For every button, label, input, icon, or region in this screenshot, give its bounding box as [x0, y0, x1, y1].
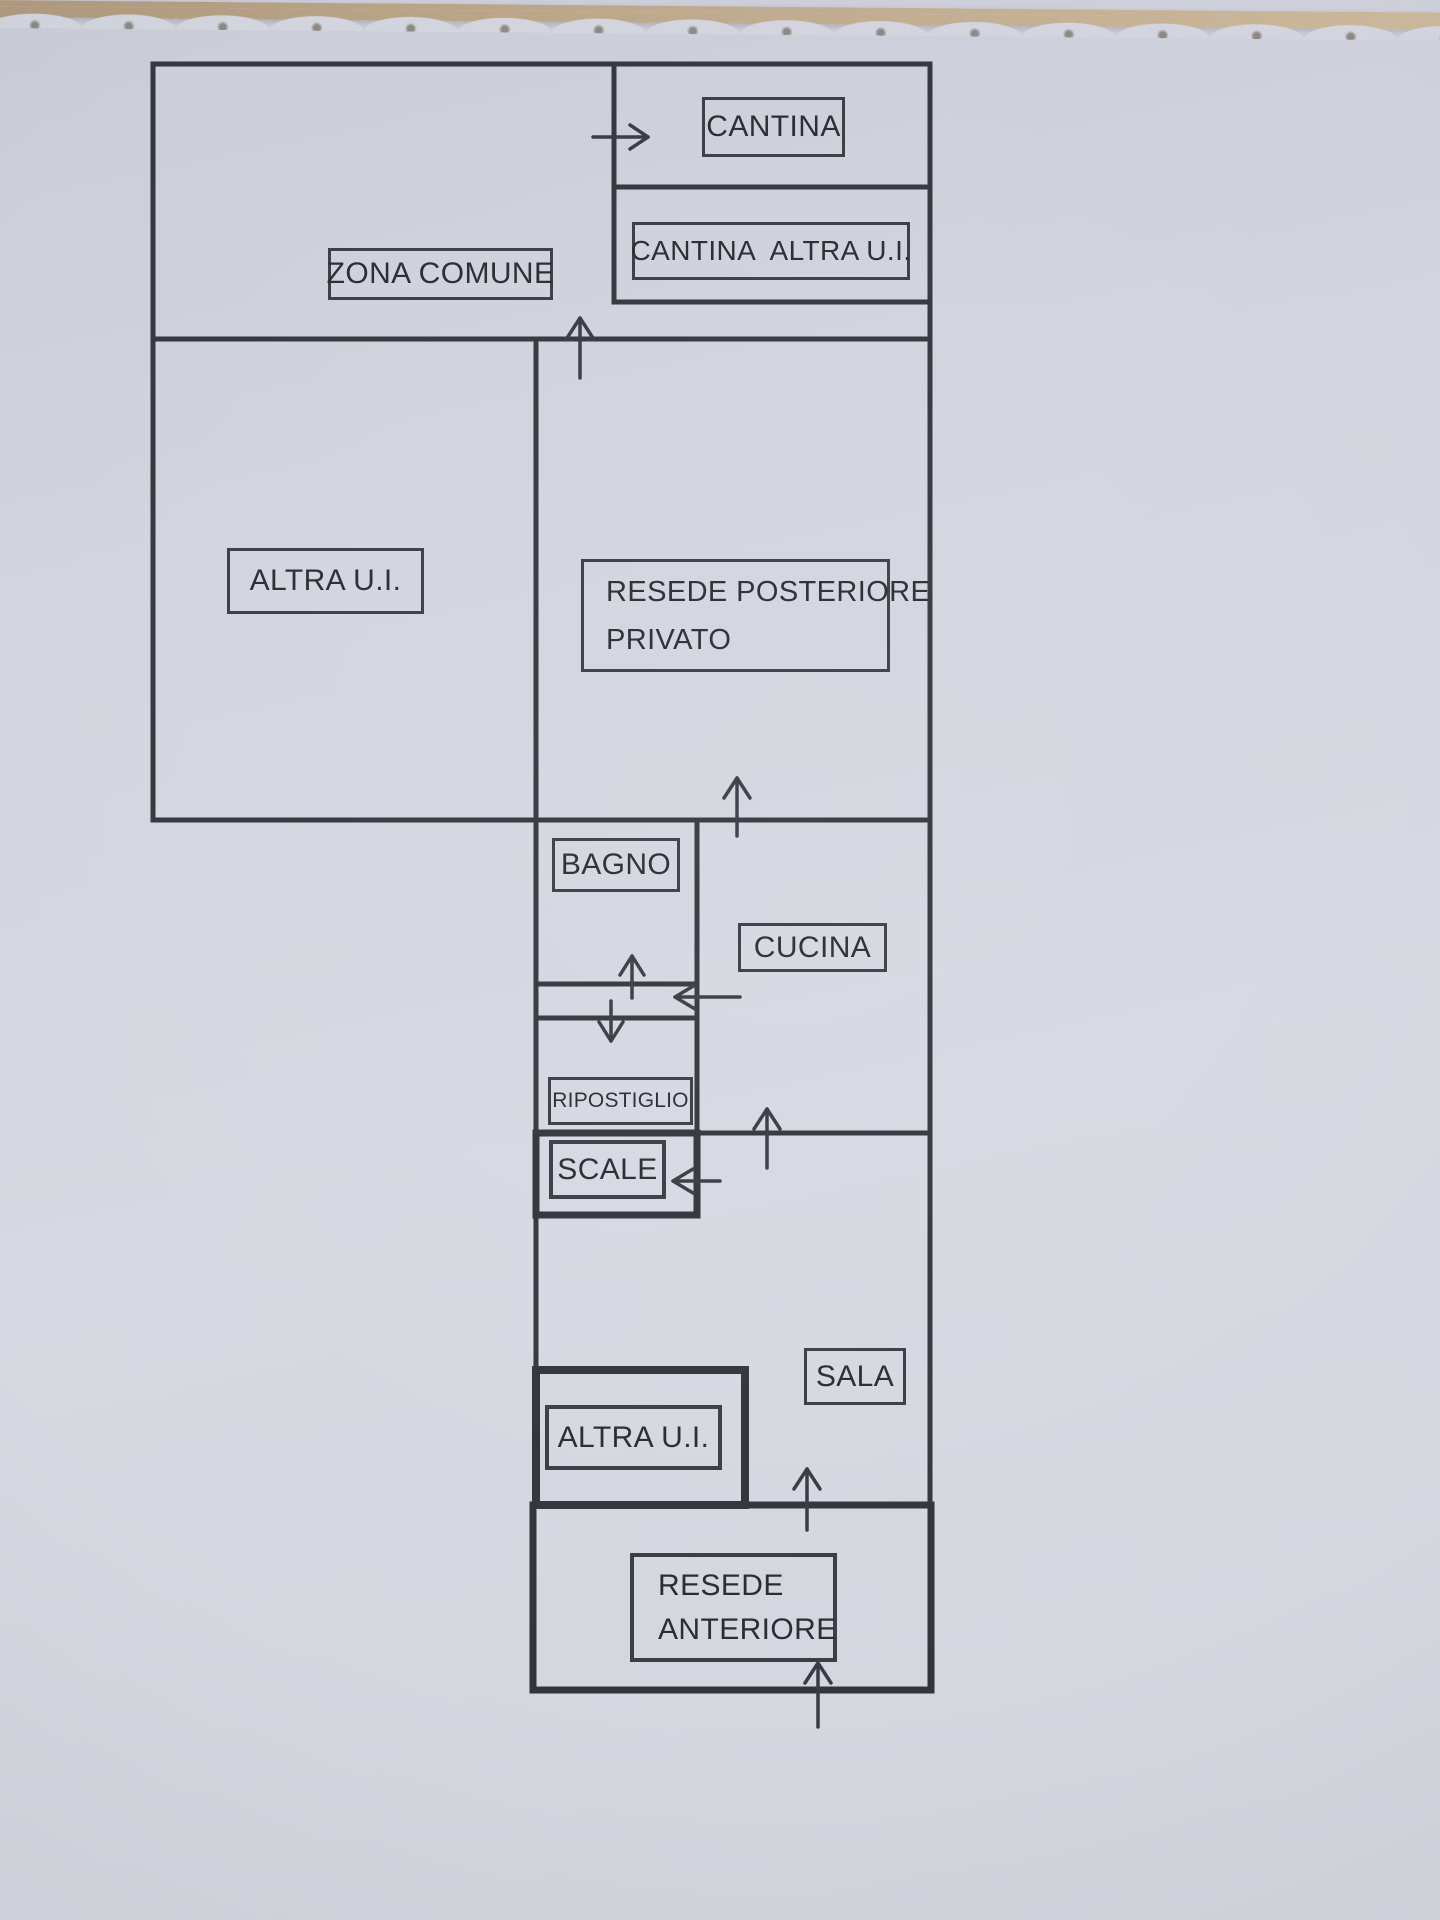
room-label-cucina: CUCINA	[738, 923, 887, 972]
arrow-left-cucina-into-corridor	[673, 983, 742, 1011]
room-outline-scale	[532, 1129, 701, 1219]
room-label-resede-posteriore: RESEDE POSTERIORE PRIVATO	[581, 559, 930, 672]
room-label-cantina: CANTINA	[702, 97, 845, 157]
room-outline-resede-anteriore	[529, 1501, 935, 1694]
room-label-bagno: BAGNO	[552, 838, 680, 892]
arrow-up-corridor-into-bagno	[618, 954, 646, 1000]
room-label-zona-comune: ZONA COMUNE	[327, 248, 554, 300]
room-label-sala: SALA	[804, 1348, 906, 1405]
arrow-up-resede-anteriore-into-sala	[792, 1467, 822, 1532]
arrow-up-into-zona-comune	[565, 316, 595, 380]
arrow-right-into-cantina	[591, 123, 650, 151]
arrow-left-into-scale	[671, 1167, 722, 1195]
arrow-down-corridor-into-ripostiglio	[597, 999, 625, 1043]
room-label-scale: SCALE	[549, 1140, 666, 1199]
room-label-altra-ui-lower: ALTRA U.I.	[545, 1405, 722, 1470]
walls-layer	[150, 61, 935, 1694]
arrows-layer	[565, 123, 833, 1729]
room-label-cantina-altra-ui: CANTINA ALTRA U.I.	[631, 222, 911, 280]
arrow-up-sala-into-cucina	[752, 1107, 782, 1170]
room-label-resede-anteriore: RESEDE ANTERIORE	[630, 1553, 837, 1662]
arrow-up-outside-into-resede-anteriore	[803, 1661, 833, 1729]
room-label-ripostiglio: RIPOSTIGLIO	[548, 1077, 693, 1125]
room-label-altra-ui-upper: ALTRA U.I.	[227, 548, 424, 614]
arrow-up-into-resede-posteriore	[722, 776, 752, 838]
